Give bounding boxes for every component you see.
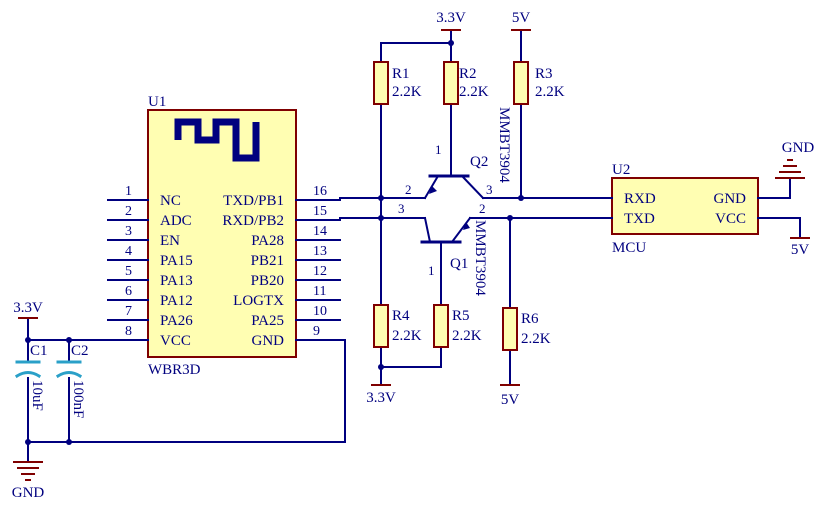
u1-pin-num: 9	[313, 324, 320, 339]
u1-ref: U1	[148, 94, 166, 110]
r4-body	[373, 304, 389, 348]
u1-pin-name: PB21	[251, 253, 284, 269]
r2-body	[443, 61, 459, 105]
u1-pin-name: PA28	[251, 233, 284, 249]
c1-value: 10uF	[29, 380, 45, 411]
u2-pin-vcc: VCC	[715, 211, 746, 227]
ground-right-icon	[775, 159, 805, 179]
r3-ref: R3	[535, 66, 553, 82]
u2-part: MCU	[612, 240, 646, 256]
power-3v3-bottom-label: 3.3V	[366, 390, 396, 406]
q2-pin-collector: 3	[486, 182, 493, 197]
q2-transistor	[423, 159, 485, 200]
u1-pin-num: 13	[313, 244, 327, 259]
u1-pin-num: 3	[125, 224, 132, 239]
q1-pin-collector: 3	[398, 201, 405, 216]
u1-pin-name: PB20	[251, 273, 284, 289]
q1-pin-base: 1	[428, 263, 435, 278]
r2-ref: R2	[459, 66, 477, 82]
u1-pin-name: PA13	[160, 273, 193, 289]
u1-pin-num: 1	[125, 184, 132, 199]
u2-pin-gnd: GND	[714, 191, 747, 207]
u1-pin-num: 14	[313, 224, 327, 239]
r1-value: 2.2K	[392, 84, 422, 100]
r2-value: 2.2K	[459, 84, 489, 100]
q1-transistor	[420, 216, 472, 251]
ground-left-icon	[13, 461, 43, 481]
power-3v3-top-label: 3.3V	[436, 10, 466, 26]
u1-part: WBR3D	[148, 362, 201, 378]
q2-pin-emitter: 2	[405, 182, 412, 197]
u1-pin-num: 12	[313, 264, 327, 279]
u2-pin-rxd: RXD	[624, 191, 656, 207]
power-5v-right-label: 5V	[791, 242, 810, 258]
r5-body	[433, 304, 449, 348]
u1-pin-name: NC	[160, 193, 181, 209]
u1-pin-name: RXD/PB2	[222, 213, 284, 229]
q1-part: MMBT3904	[472, 220, 488, 296]
u2-body	[611, 177, 759, 235]
ground-left-label: GND	[12, 485, 45, 501]
wires	[27, 29, 801, 463]
c1-ref: C1	[30, 343, 48, 359]
u1-chip	[107, 109, 341, 358]
u1-pin-name: LOGTX	[233, 293, 284, 309]
power-5v-top-label: 5V	[512, 10, 531, 26]
junctions	[25, 40, 524, 445]
u1-pin-num: 10	[313, 304, 327, 319]
u1-pin-name: ADC	[160, 213, 192, 229]
u2-pin-txd: TXD	[624, 211, 655, 227]
r3-value: 2.2K	[535, 84, 565, 100]
c2-value: 100nF	[70, 380, 86, 418]
u1-pin-num: 15	[313, 204, 327, 219]
u1-pin-name: VCC	[160, 333, 191, 349]
q1-pin-emitter: 2	[479, 201, 486, 216]
u1-pin-num: 5	[125, 264, 132, 279]
r5-ref: R5	[452, 308, 470, 324]
u1-pin-name: PA26	[160, 313, 193, 329]
q2-ref: Q2	[470, 154, 488, 170]
u1-pin-num: 8	[125, 324, 132, 339]
u1-pin-num: 4	[125, 244, 132, 259]
power-5v-bottom-label: 5V	[501, 392, 520, 408]
r4-value: 2.2K	[392, 328, 422, 344]
power-symbols	[13, 29, 810, 481]
u2-ref: U2	[612, 162, 630, 178]
ground-right-label: GND	[782, 140, 815, 156]
r1-ref: R1	[392, 66, 410, 82]
u1-pin-name: GND	[252, 333, 285, 349]
r6-ref: R6	[521, 311, 539, 327]
u1-pin-name: EN	[160, 233, 180, 249]
u1-pin-name: PA25	[251, 313, 284, 329]
u1-pin-num: 7	[125, 304, 132, 319]
r6-value: 2.2K	[521, 331, 551, 347]
power-3v3-left-label: 3.3V	[13, 300, 43, 316]
u2-chip	[611, 177, 801, 235]
wbr-logo-icon	[174, 118, 260, 162]
r4-ref: R4	[392, 308, 410, 324]
r6-body	[502, 307, 518, 351]
u1-pin-num: 16	[313, 184, 327, 199]
u1-body	[147, 109, 297, 358]
r5-value: 2.2K	[452, 328, 482, 344]
q2-part: MMBT3904	[496, 107, 512, 183]
u1-pin-name: PA12	[160, 293, 193, 309]
r3-body	[513, 61, 529, 105]
u1-pin-num: 6	[125, 284, 132, 299]
capacitors	[14, 360, 83, 379]
r1-body	[373, 61, 389, 105]
u1-pin-num: 11	[313, 284, 326, 299]
q2-pin-base: 1	[435, 142, 442, 157]
u1-pin-name: PA15	[160, 253, 193, 269]
u1-pin-name: TXD/PB1	[223, 193, 284, 209]
c2-ref: C2	[71, 343, 89, 359]
u1-pin-num: 2	[125, 204, 132, 219]
q1-ref: Q1	[450, 256, 468, 272]
